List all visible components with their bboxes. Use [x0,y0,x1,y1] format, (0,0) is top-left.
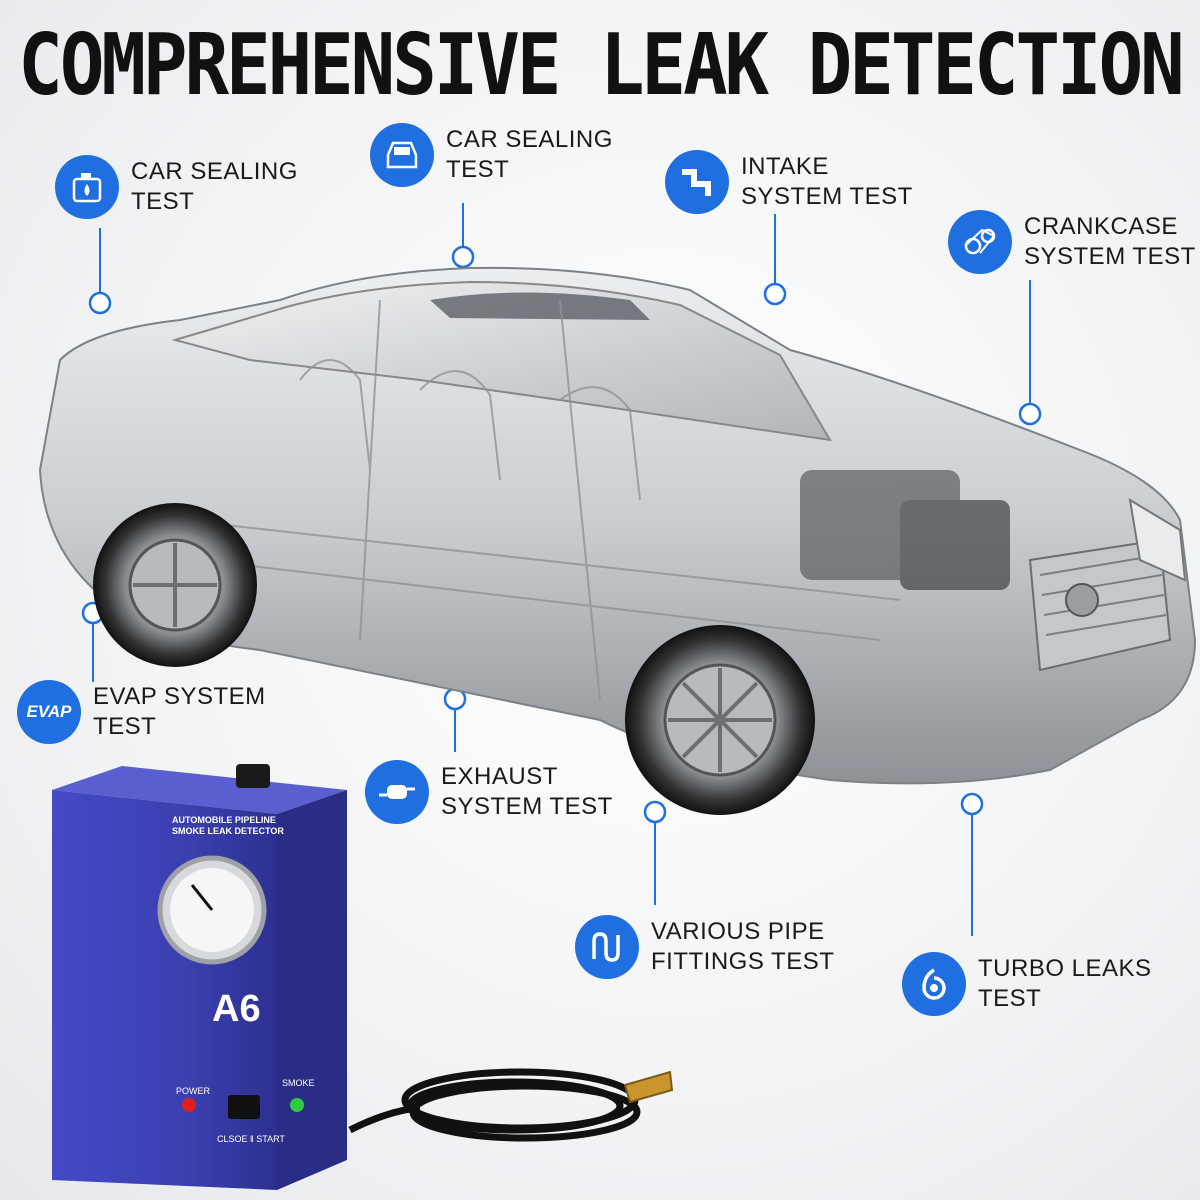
power-label: POWER [176,1086,211,1096]
muffler-icon [365,760,429,824]
feature-exhaust: EXHAUST SYSTEM TEST [365,760,613,824]
device-brand-line2: SMOKE LEAK DETECTOR [172,826,284,836]
smoke-indicator-light [290,1098,304,1112]
pipe-icon [665,150,729,214]
evap-icon-text: EVAP [26,702,72,721]
feature-label-line1: EXHAUST [441,763,558,790]
feature-label-line2: TEST [978,985,1042,1012]
feature-turbo: TURBO LEAKS TEST [902,952,1152,1016]
fluid-reservoir-icon [55,155,119,219]
feature-car-sealing-left: CAR SEALING TEST [55,155,298,219]
turbo-icon [902,952,966,1016]
evap-icon: EVAP [17,680,81,744]
feature-crankcase: CRANKCASE SYSTEM TEST [948,210,1196,274]
feature-label-line2: TEST [131,188,195,215]
power-switch[interactable] [228,1095,260,1119]
feature-label-line2: SYSTEM TEST [1024,243,1196,270]
feature-label-line1: CAR SEALING [131,158,298,185]
feature-label-line1: CRANKCASE [1024,213,1178,240]
feature-label-line1: CAR SEALING [446,126,613,153]
belt-pulley-icon [948,210,1012,274]
feature-evap: EVAP EVAP SYSTEM TEST [17,680,266,744]
device-brand-text: AUTOMOBILE PIPELINE SMOKE LEAK DETECTOR [172,815,284,837]
feature-label-line2: TEST [93,713,157,740]
device-brand-line1: AUTOMOBILE PIPELINE [172,815,276,825]
feature-label-line2: FITTINGS TEST [651,948,835,975]
feature-label-line2: SYSTEM TEST [441,793,613,820]
feature-label-line1: TURBO LEAKS [978,955,1152,982]
device-model: A6 [212,988,261,1030]
brass-nozzle [623,1070,674,1104]
switch-label: CLSOE ‖ START [217,1134,285,1144]
feature-label-line1: EVAP SYSTEM [93,683,266,710]
coiled-pipe-icon [575,915,639,979]
feature-label-line1: VARIOUS PIPE [651,918,825,945]
feature-label-line2: TEST [446,156,510,183]
feature-label-line1: INTAKE [741,153,829,180]
device-body [52,764,347,1190]
smoke-label: SMOKE [282,1078,315,1088]
car-front-icon [370,123,434,187]
feature-intake: INTAKE SYSTEM TEST [665,150,913,214]
smoke-hose [348,1068,674,1142]
page-title: COMPREHENSIVE LEAK DETECTION [18,15,1184,115]
feature-label-line2: SYSTEM TEST [741,183,913,210]
power-indicator-light [182,1098,196,1112]
smoke-leak-detector-device: AUTOMOBILE PIPELINE SMOKE LEAK DETECTOR … [52,760,352,1190]
feature-car-sealing-top: CAR SEALING TEST [370,123,613,187]
feature-pipe-fittings: VARIOUS PIPE FITTINGS TEST [575,915,834,979]
control-knob[interactable] [236,764,270,788]
